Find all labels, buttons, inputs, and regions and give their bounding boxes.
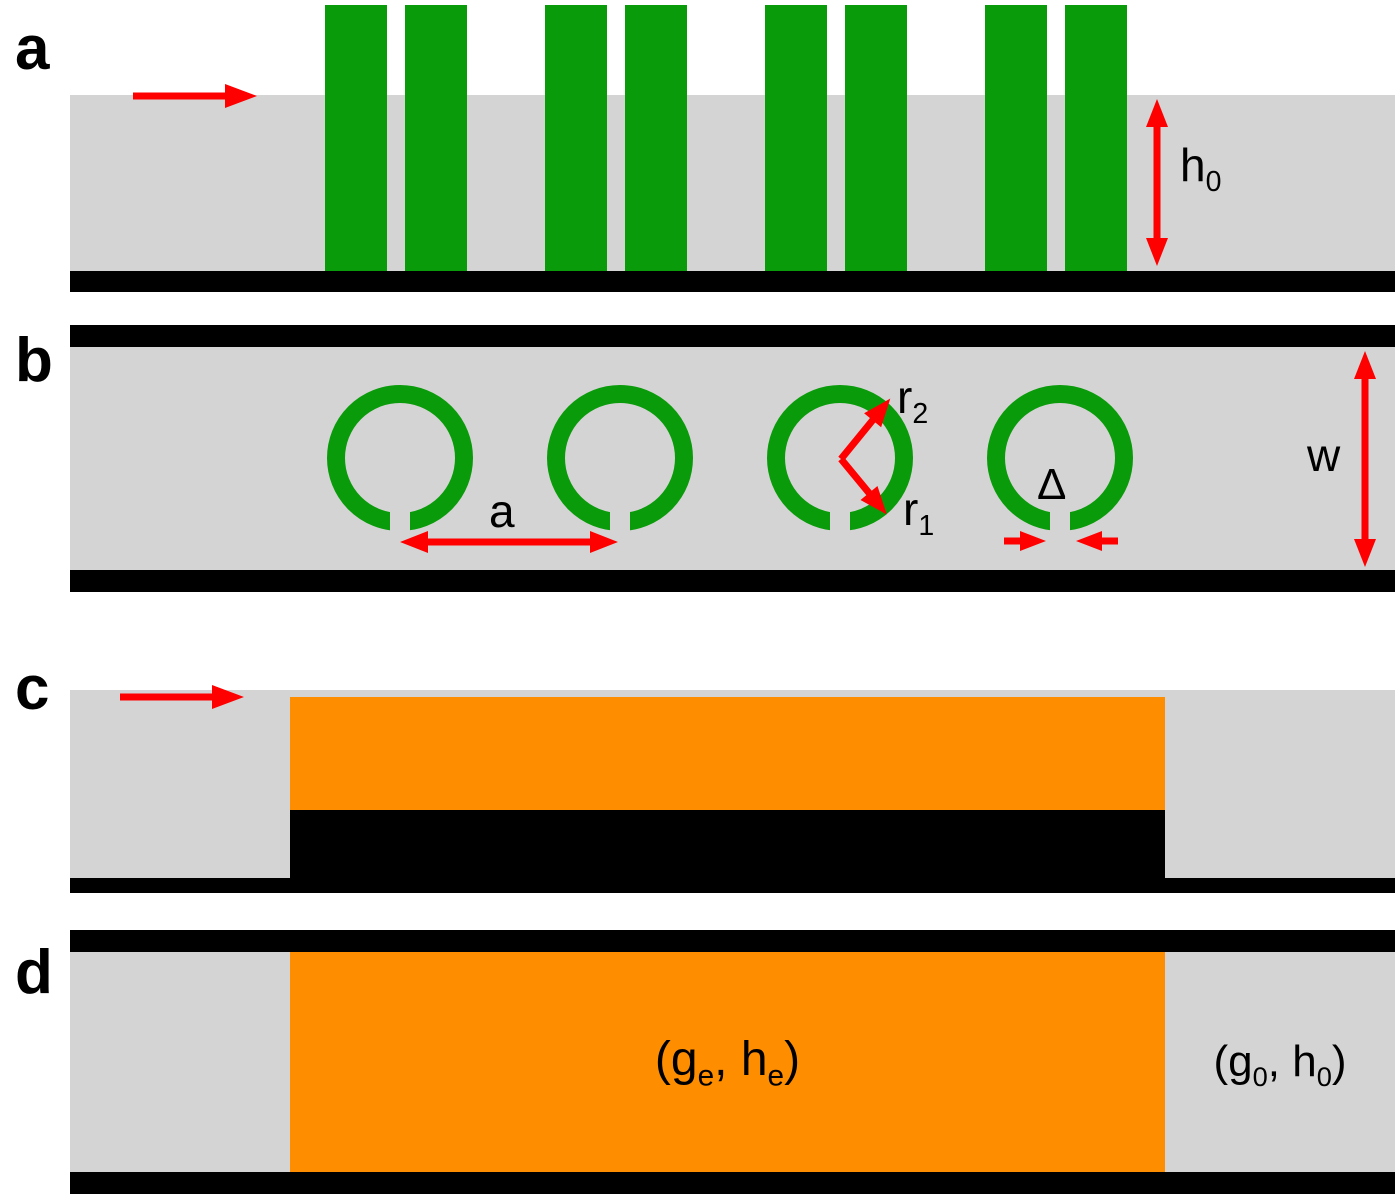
panel-b-label: b [15, 326, 53, 395]
panel-d-bottom-wall [70, 1172, 1395, 1194]
split-ring-resonator [987, 385, 1133, 533]
panel-c-electrode [290, 697, 1165, 810]
panel-c-metal-pad [290, 810, 1165, 893]
split-ring-resonator [327, 385, 473, 533]
resonator-post [325, 5, 387, 271]
panel-a-waveguide-substrate [70, 95, 1395, 271]
resonator-post [1065, 5, 1127, 271]
ring-gap [1050, 504, 1070, 533]
resonator-post [765, 5, 827, 271]
split-ring-resonator [547, 385, 693, 533]
gap-delta-label: Δ [1037, 460, 1067, 509]
split-ring-resonator [767, 385, 913, 533]
panel-b-top-wall [70, 325, 1395, 347]
period-label: a [489, 485, 515, 537]
resonator-post [545, 5, 607, 271]
panel-d-label: d [15, 938, 53, 1007]
resonator-post [845, 5, 907, 271]
resonator-post [405, 5, 467, 271]
ring-gap [610, 504, 630, 533]
ring-gap [830, 504, 850, 533]
r1-label: r1 [903, 483, 935, 543]
resonator-post [985, 5, 1047, 271]
panel-d-top-wall [70, 930, 1395, 952]
ring-gap [390, 504, 410, 533]
panel-d-effective-region [290, 952, 1165, 1172]
width-label: w [1307, 429, 1341, 481]
resonator-post [625, 5, 687, 271]
panel-b-waveguide-channel [70, 347, 1395, 570]
unperturbed-params-label: (g0, h0) [1213, 1037, 1347, 1092]
panel-b-bottom-wall [70, 570, 1395, 592]
panel-c-label: c [15, 654, 50, 723]
panel-a-ground-plane [70, 271, 1395, 292]
panel-a-label: a [15, 14, 50, 83]
h0-height-label: h0 [1180, 139, 1222, 199]
effective-params-label: (ge, he) [654, 1033, 801, 1093]
r2-label: r2 [897, 371, 929, 431]
